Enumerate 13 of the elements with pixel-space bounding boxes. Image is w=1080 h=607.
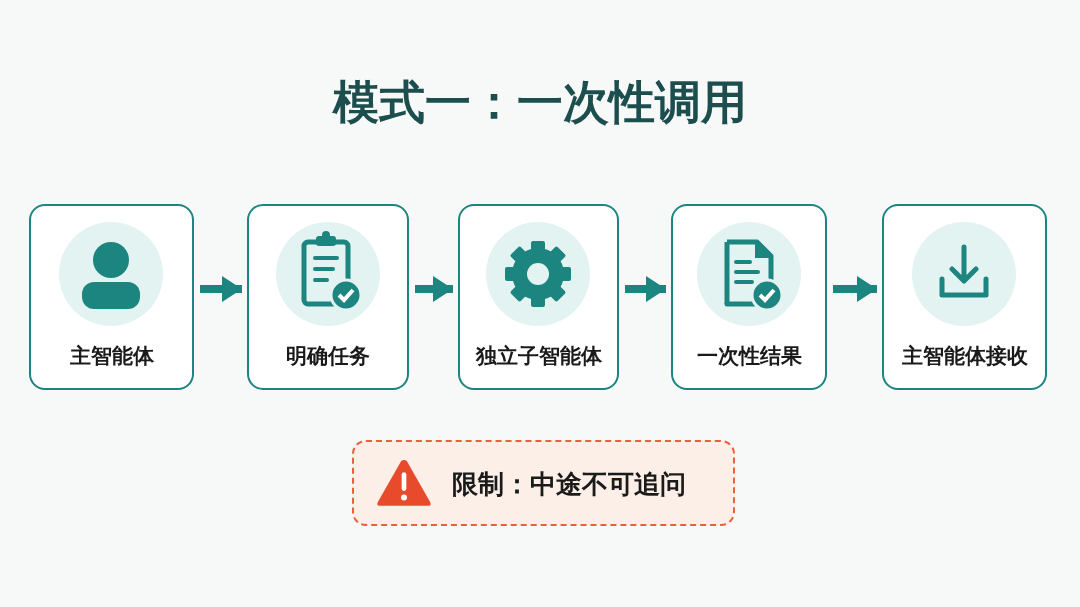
step-box: [247, 204, 409, 390]
step-label: 独立子智能体: [475, 344, 602, 368]
step-label: 主智能体接收: [901, 344, 1028, 368]
warning-text: 限制：中途不可追问: [452, 468, 686, 501]
step-label: 明确任务: [286, 344, 370, 368]
warning-box: [352, 440, 735, 526]
step-label: 主智能体: [69, 344, 154, 368]
step-box: [458, 204, 619, 390]
step-box: [882, 204, 1047, 390]
title: 模式一：一次性调用: [333, 74, 747, 131]
step-label: 一次性结果: [696, 344, 802, 368]
step-box: [671, 204, 827, 390]
step-box: [29, 204, 194, 390]
